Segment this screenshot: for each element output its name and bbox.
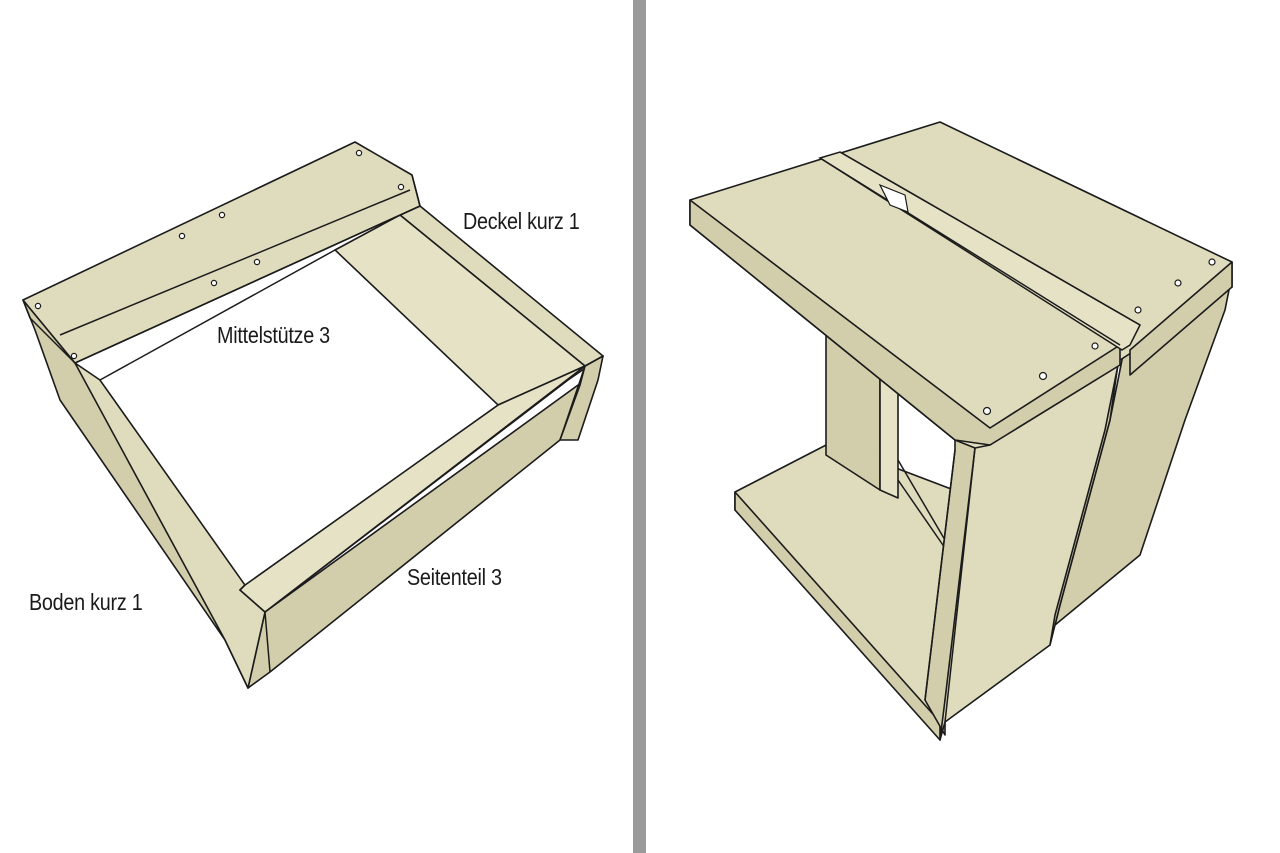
right-table-drawing — [689, 121, 1233, 741]
top-board-edge — [689, 199, 1121, 446]
front-side-panel-face — [939, 354, 1121, 741]
label-boden-kurz: Boden kurz 1 — [29, 589, 143, 615]
frame-opening — [98, 249, 500, 587]
label-mittelstuetze: Mittelstütze 3 — [217, 322, 330, 348]
label-deckel-kurz: Deckel kurz 1 — [463, 208, 580, 234]
label-seitenteil: Seitenteil 3 — [407, 564, 502, 590]
panel-divider — [633, 0, 646, 853]
left-frame-drawing — [22, 141, 604, 689]
top-board-edge-right — [1129, 261, 1233, 376]
